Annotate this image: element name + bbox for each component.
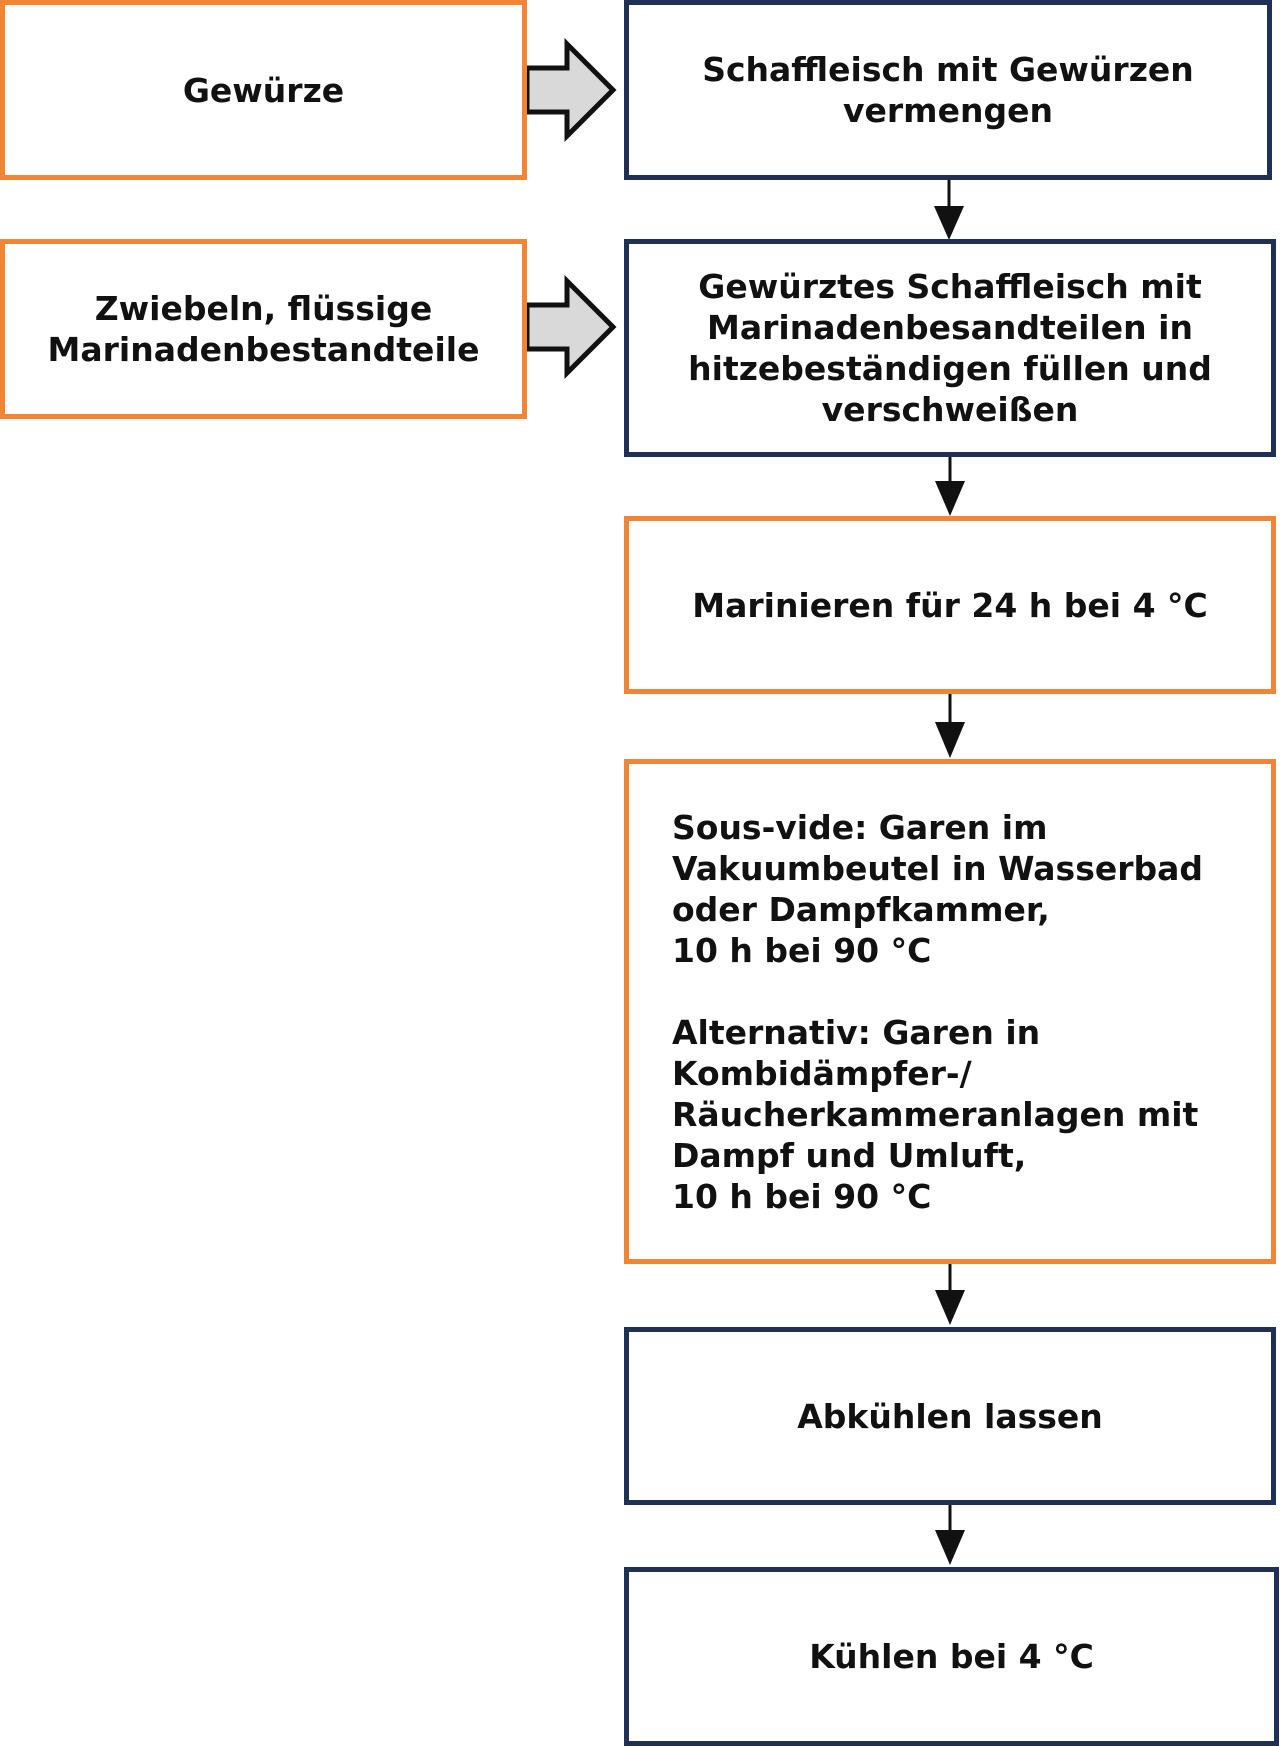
input-arrow-1	[524, 37, 617, 143]
step-label: Schaffleisch mit Gewürzen vermengen	[702, 50, 1194, 130]
step-kuehlen: Kühlen bei 4 °C	[624, 1567, 1279, 1746]
input-label: Zwiebeln, flüssige Marinadenbestandteile	[47, 289, 480, 369]
step-label: Abkühlen lassen	[797, 1396, 1103, 1436]
input-box-zwiebeln: Zwiebeln, flüssige Marinadenbestandteile	[0, 239, 527, 419]
flow-arrow-5	[935, 1503, 965, 1565]
step-garen: Sous-vide: Garen im Vakuumbeutel in Wass…	[624, 759, 1276, 1264]
step-abkuehlen: Abkühlen lassen	[624, 1327, 1276, 1505]
step-garen-text: Sous-vide: Garen im Vakuumbeutel in Wass…	[672, 807, 1203, 1217]
step-label-sous-vide: Sous-vide: Garen im Vakuumbeutel in Wass…	[672, 807, 1204, 970]
step-fuellen-verschweissen: Gewürztes Schaffleisch mit Marinadenbesa…	[624, 239, 1276, 457]
step-label: Gewürztes Schaffleisch mit Marinadenbesa…	[688, 267, 1212, 429]
flow-arrow-2	[935, 456, 965, 516]
input-label: Gewürze	[182, 70, 345, 110]
step-label: Kühlen bei 4 °C	[809, 1637, 1094, 1676]
step-vermengen: Schaffleisch mit Gewürzen vermengen	[624, 0, 1272, 180]
step-marinieren: Marinieren für 24 h bei 4 °C	[624, 516, 1276, 694]
step-label: Marinieren für 24 h bei 4 °C	[692, 585, 1208, 625]
flow-arrow-3	[935, 692, 965, 758]
step-label-alternativ: Alternativ: Garen in Kombidämpfer-/ Räuc…	[672, 1012, 1199, 1216]
input-box-gewuerze: Gewürze	[0, 0, 527, 180]
flow-arrow-4	[935, 1262, 965, 1325]
flow-arrow-1	[934, 178, 964, 240]
input-arrow-2	[524, 274, 617, 380]
